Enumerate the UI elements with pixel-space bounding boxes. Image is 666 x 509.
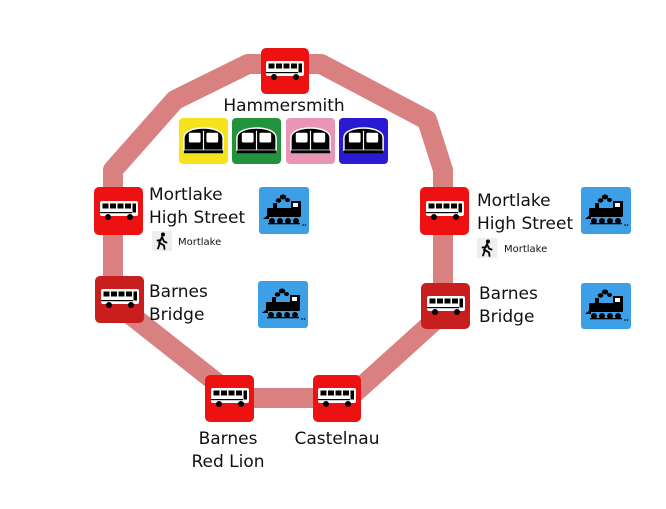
stop-castelnau[interactable] bbox=[313, 375, 361, 422]
barnes-red-lion-label-line2: Red Lion bbox=[191, 452, 264, 472]
mortlake-left-label-line1: Mortlake bbox=[149, 185, 223, 205]
stop-mortlake-left[interactable] bbox=[94, 187, 143, 235]
castelnau-label: Castelnau bbox=[295, 429, 380, 449]
barnes-bridge-left-label-line2: Bridge bbox=[149, 305, 204, 325]
mortlake-right-label-line1: Mortlake bbox=[477, 191, 551, 211]
tube-line-yellow bbox=[179, 118, 228, 164]
stop-hammersmith[interactable] bbox=[261, 48, 309, 94]
rail-station-mortlake-right bbox=[581, 187, 631, 234]
tube-line-blue bbox=[339, 118, 388, 164]
mortlake-right-label-line2: High Street bbox=[477, 214, 573, 234]
stop-barnes-bridge-left[interactable] bbox=[95, 276, 144, 323]
walk-link-mortlake-right[interactable]: Mortlake bbox=[477, 238, 547, 258]
barnes-bridge-right-label-line1: Barnes bbox=[479, 284, 538, 304]
tube-train-icon bbox=[236, 127, 277, 154]
tube-line-green bbox=[232, 118, 281, 164]
stop-barnes-red-lion[interactable] bbox=[205, 375, 254, 422]
stop-barnes-bridge-right[interactable] bbox=[421, 283, 470, 329]
mortlake-left-walk-label: Mortlake bbox=[178, 237, 221, 248]
hammersmith-label: Hammersmith bbox=[223, 96, 344, 116]
stop-mortlake-right[interactable] bbox=[420, 187, 469, 235]
rail-station-barnes-bridge-right bbox=[581, 283, 631, 329]
tube-train-icon bbox=[290, 127, 331, 154]
tube-train-icon bbox=[183, 127, 224, 154]
rail-station-barnes-bridge-left bbox=[258, 281, 308, 328]
tube-line-pink bbox=[286, 118, 335, 164]
mortlake-left-label-line2: High Street bbox=[149, 208, 245, 228]
barnes-red-lion-label-line1: Barnes bbox=[199, 429, 258, 449]
tube-train-icon bbox=[343, 127, 384, 154]
barnes-bridge-left-label-line1: Barnes bbox=[149, 282, 208, 302]
rail-station-mortlake-left bbox=[259, 187, 309, 234]
mortlake-right-walk-label: Mortlake bbox=[504, 244, 547, 255]
barnes-bridge-right-label-line2: Bridge bbox=[479, 307, 534, 327]
walk-link-mortlake-left[interactable]: Mortlake bbox=[152, 231, 221, 251]
